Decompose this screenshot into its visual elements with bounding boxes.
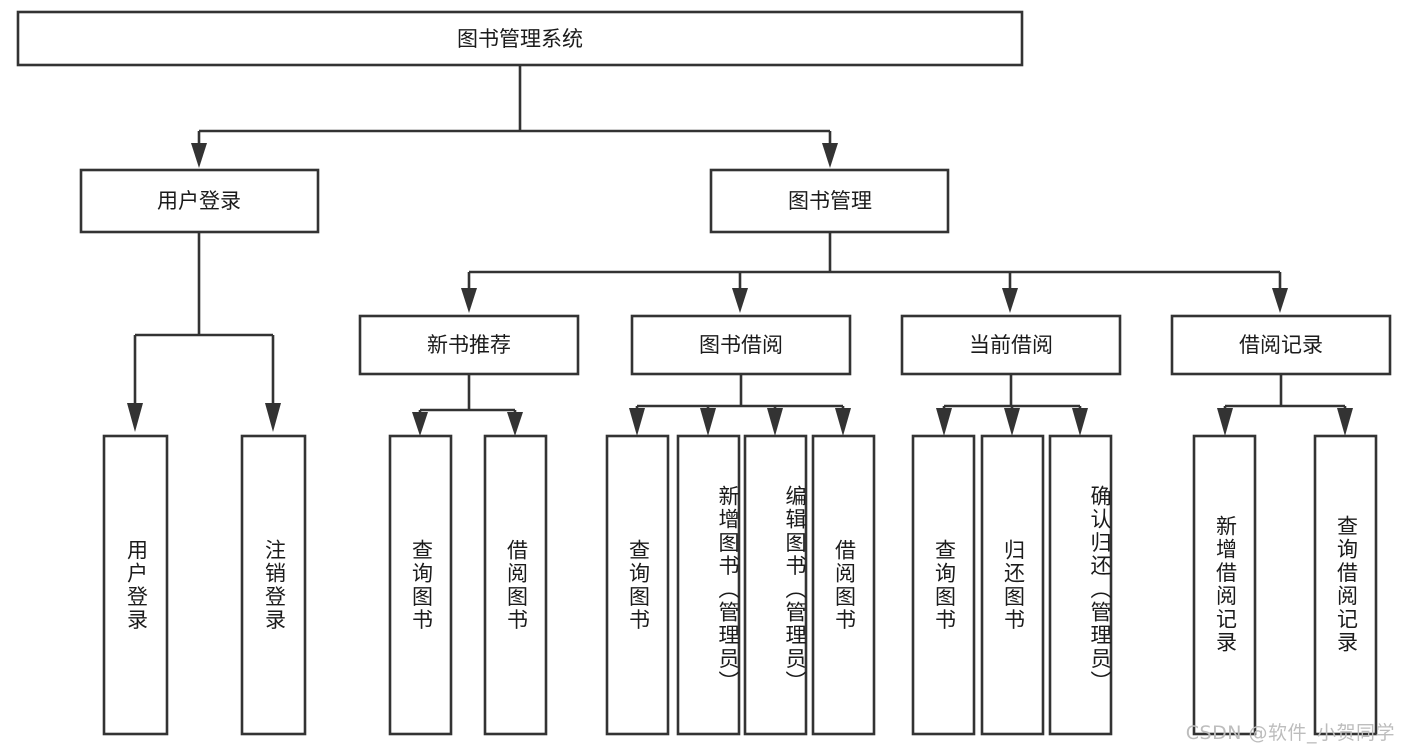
node-user-login-label: 用户登录 [157,189,241,213]
node-new-book-recommend-box[interactable] [358,314,580,376]
node-book-borrow-box[interactable] [630,314,852,376]
arrow-head-br-leaf2 [1337,408,1353,436]
arrow-head-leaf-user-login [127,403,143,432]
node-user-login[interactable]: 用户登录 [79,168,320,234]
node-new-book-recommend[interactable]: 新书推荐 [358,314,580,376]
arrow-head-bb-leaf4 [835,408,851,436]
leaf-boxes [102,434,1378,736]
connector-borrow-record-to-leaves [1217,374,1353,436]
connector-root-to-level2 [191,65,838,168]
leaf-box-nb-query-book[interactable] [388,434,453,736]
connector-user-login-to-leaves [127,232,281,432]
node-book-borrow[interactable]: 图书借阅 [630,314,852,376]
node-root-box[interactable] [16,10,1024,67]
arrow-head-borrow-record [1272,288,1288,313]
leaf-box-cb-query-book[interactable] [911,434,976,736]
leaf-box-user-login[interactable] [102,434,169,736]
node-book-manage-label: 图书管理 [788,189,872,213]
node-current-borrow-label: 当前借阅 [969,333,1053,357]
connector-new-book-to-leaves [412,374,523,436]
node-borrow-record-label: 借阅记录 [1239,333,1323,357]
leaf-box-cb-confirm-return[interactable] [1048,434,1113,736]
node-root[interactable]: 图书管理系统 [16,10,1024,67]
node-current-borrow-box[interactable] [900,314,1122,376]
arrow-head-cb-leaf3 [1072,408,1088,436]
arrow-head-bb-leaf1 [629,408,645,436]
leaf-box-br-query-record[interactable] [1313,434,1378,736]
node-borrow-record[interactable]: 借阅记录 [1170,314,1392,376]
leaf-box-br-add-record[interactable] [1192,434,1257,736]
arrow-head-cb-leaf2 [1004,408,1020,436]
node-new-book-recommend-label: 新书推荐 [427,333,511,357]
node-book-manage[interactable]: 图书管理 [709,168,950,234]
node-root-label: 图书管理系统 [457,27,583,51]
leaf-box-nb-borrow-book[interactable] [483,434,548,736]
csdn-watermark: CSDN @软件_小贺同学 [1185,722,1395,744]
arrow-head-br-leaf1 [1217,408,1233,436]
node-book-borrow-label: 图书借阅 [699,333,783,357]
arrow-head-cb-leaf1 [936,408,952,436]
arrow-head-book-borrow [732,288,748,313]
leaf-box-bb-edit-book[interactable] [743,434,808,736]
leaf-box-bb-borrow-book[interactable] [811,434,876,736]
arrow-head-nb-leaf2 [507,412,523,436]
leaf-box-bb-add-book[interactable] [676,434,741,736]
arrow-head-new-book [461,288,477,313]
leaf-box-cb-return-book[interactable] [980,434,1045,736]
arrow-head-bb-leaf3 [767,408,783,436]
arrow-head-bb-leaf2 [700,408,716,436]
arrow-head-nb-leaf1 [412,412,428,436]
connector-book-manage-to-level3 [461,232,1288,313]
arrow-head-current-borrow [1002,288,1018,313]
arrow-head-book-manage [822,143,838,168]
node-borrow-record-box[interactable] [1170,314,1392,376]
node-book-manage-box[interactable] [709,168,950,234]
node-current-borrow[interactable]: 当前借阅 [900,314,1122,376]
leaf-box-logout[interactable] [240,434,307,736]
arrow-head-user-login [191,143,207,168]
connector-current-borrow-to-leaves [936,374,1088,436]
leaf-box-bb-query-book[interactable] [605,434,670,736]
arrow-head-leaf-logout [265,403,281,432]
connector-book-borrow-to-leaves [629,374,851,436]
